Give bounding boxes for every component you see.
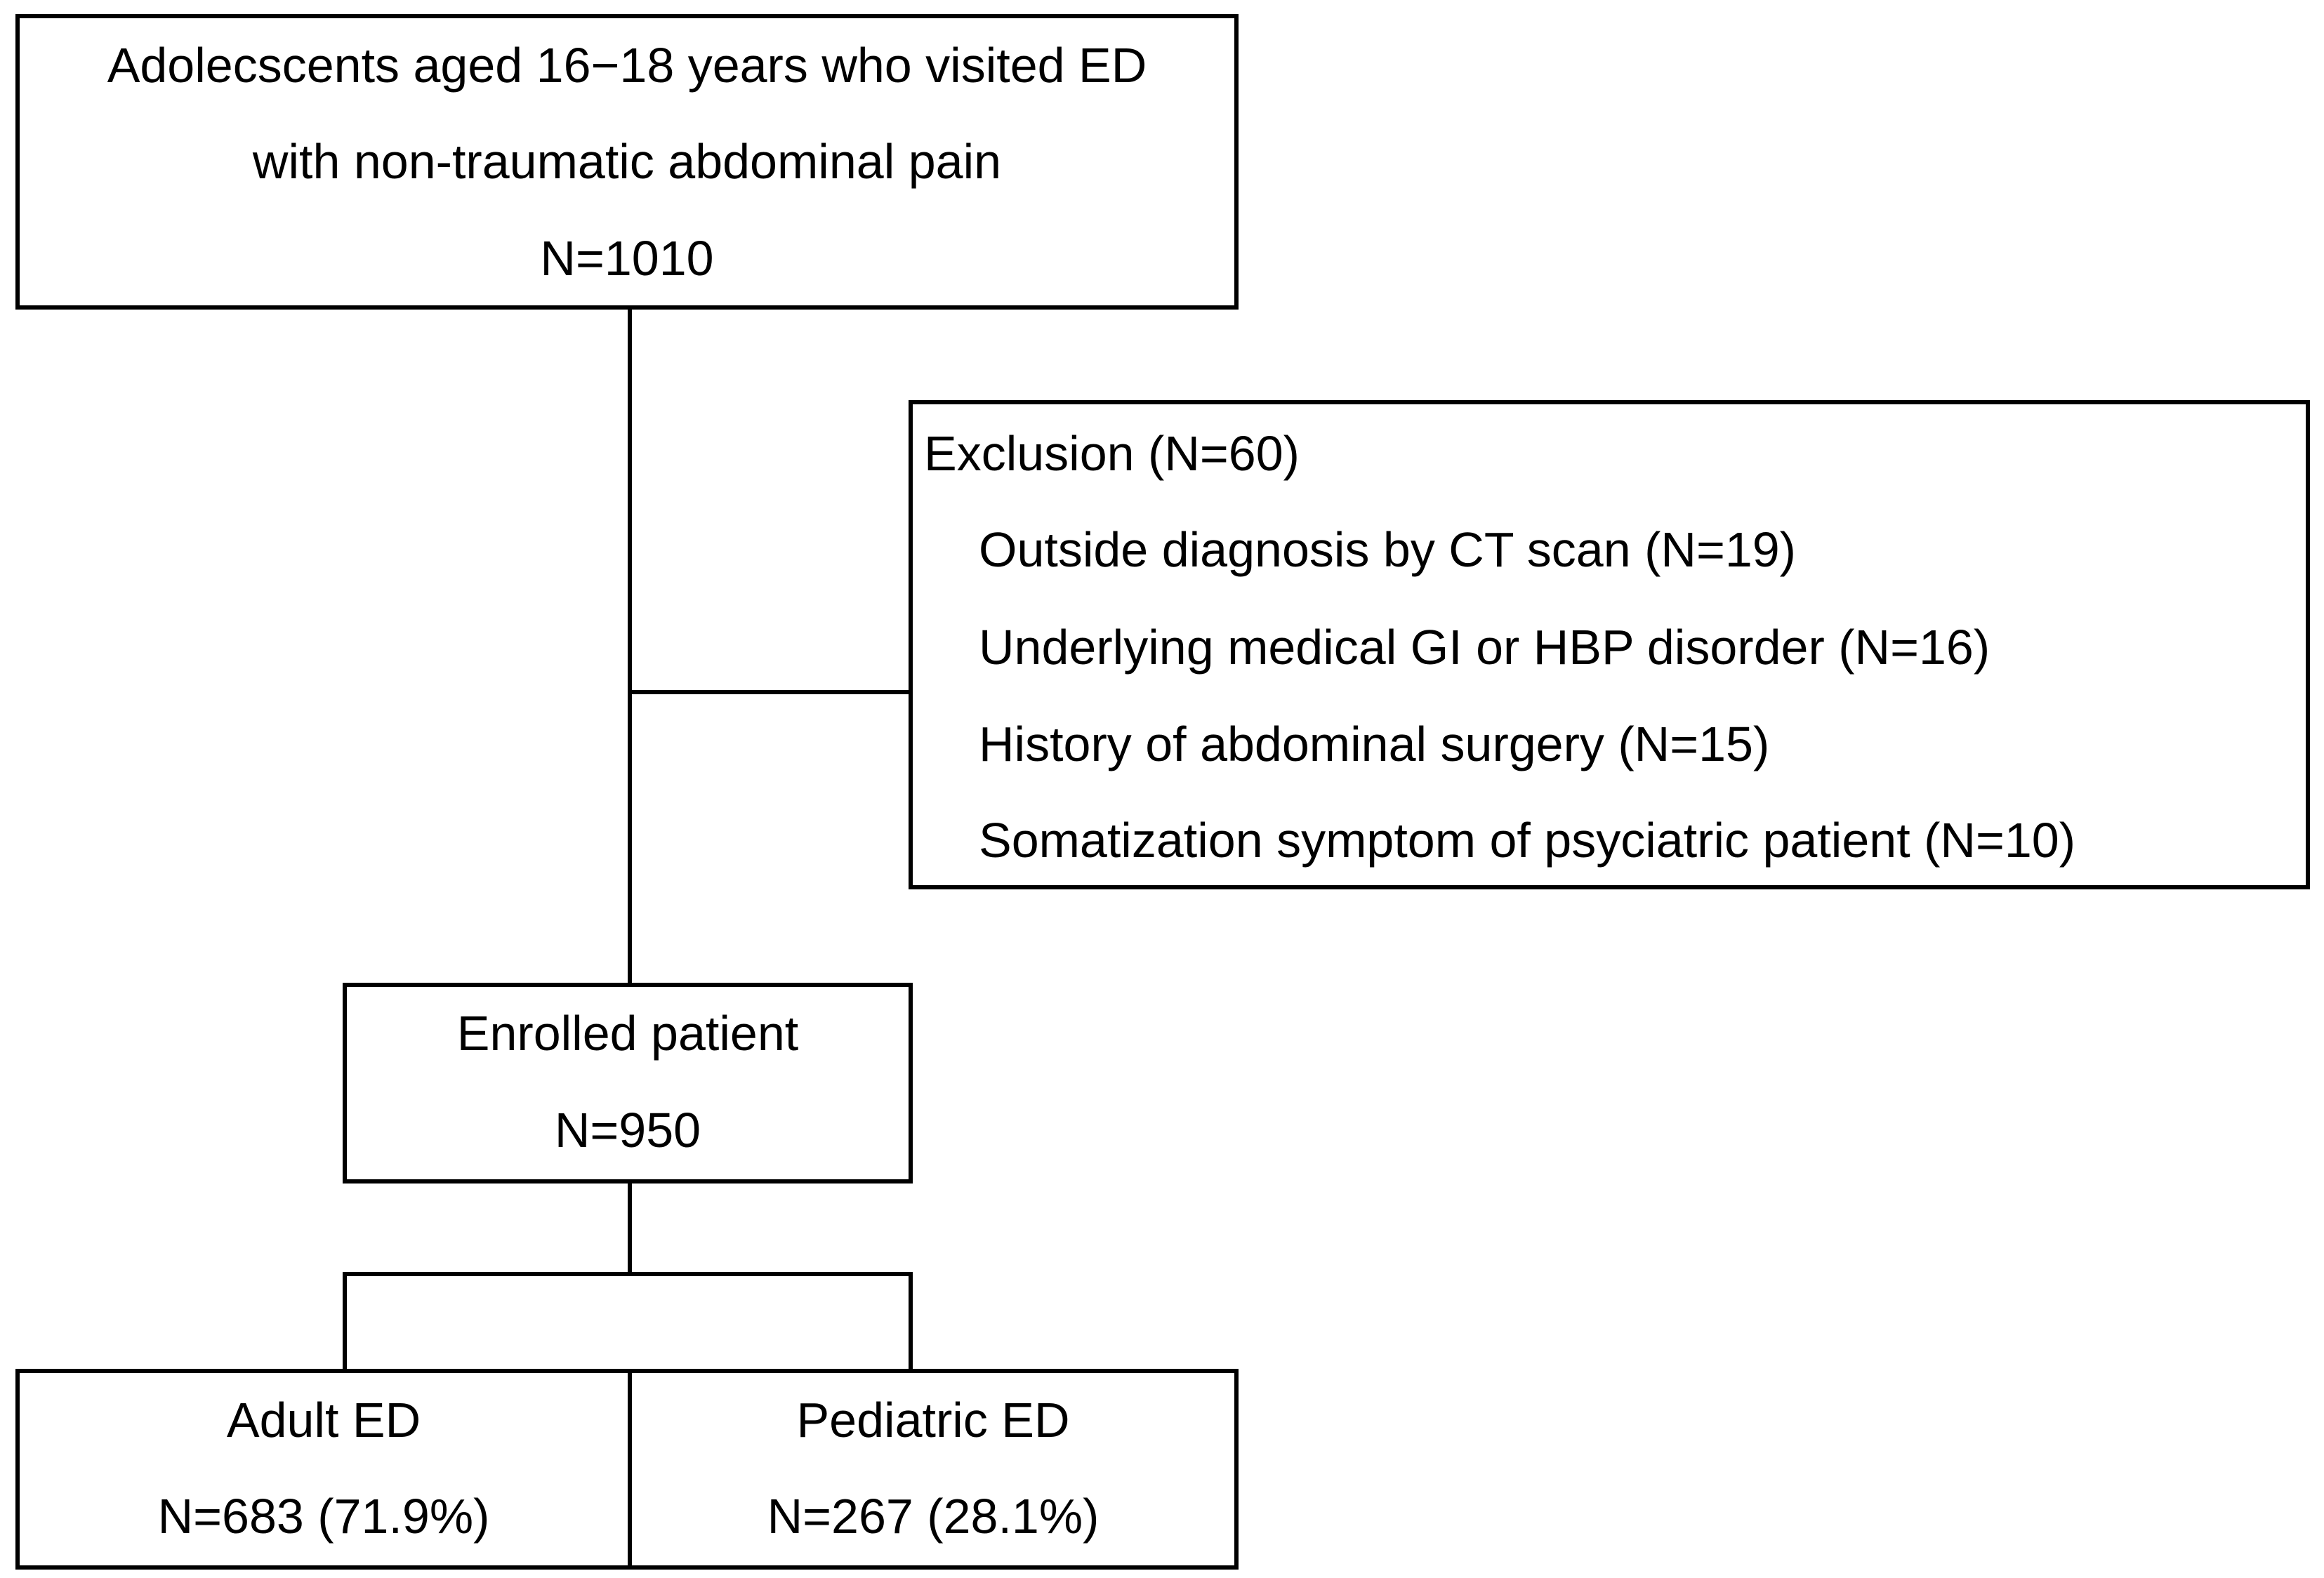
exclusion-box <box>909 400 2310 889</box>
pediatric-ed-label: Pediatric ED <box>796 1393 1070 1447</box>
exclusion-item: Outside diagnosis by CT scan (N=19) <box>979 522 1796 577</box>
enrolled-box <box>343 983 913 1184</box>
exclusion-item: Somatization symptom of psyciatric patie… <box>979 813 2076 868</box>
adult-ed-box <box>15 1369 632 1570</box>
pediatric-ed-box <box>628 1369 1239 1570</box>
screening-box <box>15 14 1239 310</box>
enrolled-label: Enrolled patient <box>456 1006 799 1061</box>
connector-to-exclusion <box>628 690 913 694</box>
pediatric-ed-count: N=267 (28.1%) <box>767 1489 1100 1544</box>
adult-ed-label: Adult ED <box>226 1393 421 1447</box>
exclusion-item: Underlying medical GI or HBP disorder (N… <box>979 620 1990 675</box>
connector-enrolled-down <box>628 1179 632 1274</box>
screening-count: N=1010 <box>540 231 714 286</box>
adult-ed-count: N=683 (71.9%) <box>157 1489 490 1544</box>
screening-line-1: Adolecscents aged 16−18 years who visite… <box>107 38 1147 93</box>
screening-line-2: with non-traumatic abdominal pain <box>252 134 1002 189</box>
connector-to-pediatric <box>909 1272 913 1373</box>
connector-top-to-enrolled <box>628 305 632 986</box>
exclusion-item: History of abdominal surgery (N=15) <box>979 717 1770 771</box>
connector-split-horizontal <box>343 1272 913 1276</box>
exclusion-title: Exclusion (N=60) <box>924 426 1300 481</box>
enrolled-count: N=950 <box>554 1103 701 1158</box>
connector-to-adult <box>343 1272 347 1373</box>
